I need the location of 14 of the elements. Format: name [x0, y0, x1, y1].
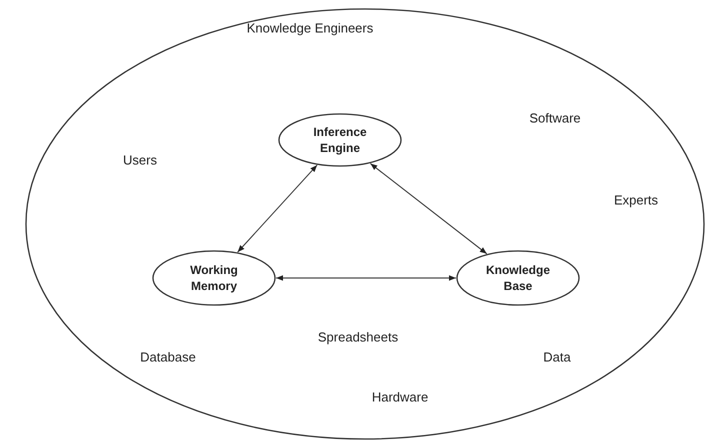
element-label: Hardware: [372, 390, 428, 404]
double-arrow: [370, 163, 488, 254]
element-label: Experts: [614, 192, 658, 208]
double-arrow: [276, 275, 456, 281]
element-label: Users: [123, 152, 157, 168]
element-label: Database: [140, 350, 196, 364]
component-label: Working Memory: [189, 262, 239, 294]
element-label: Data: [543, 350, 571, 364]
double-arrow: [237, 164, 318, 253]
element-label: Spreadsheets: [318, 330, 398, 344]
element-label: Knowledge Engineers: [246, 20, 374, 36]
component-label: Knowledge Base: [484, 262, 551, 294]
component-label: Inference Engine: [312, 124, 368, 156]
element-label: Software: [529, 110, 581, 126]
